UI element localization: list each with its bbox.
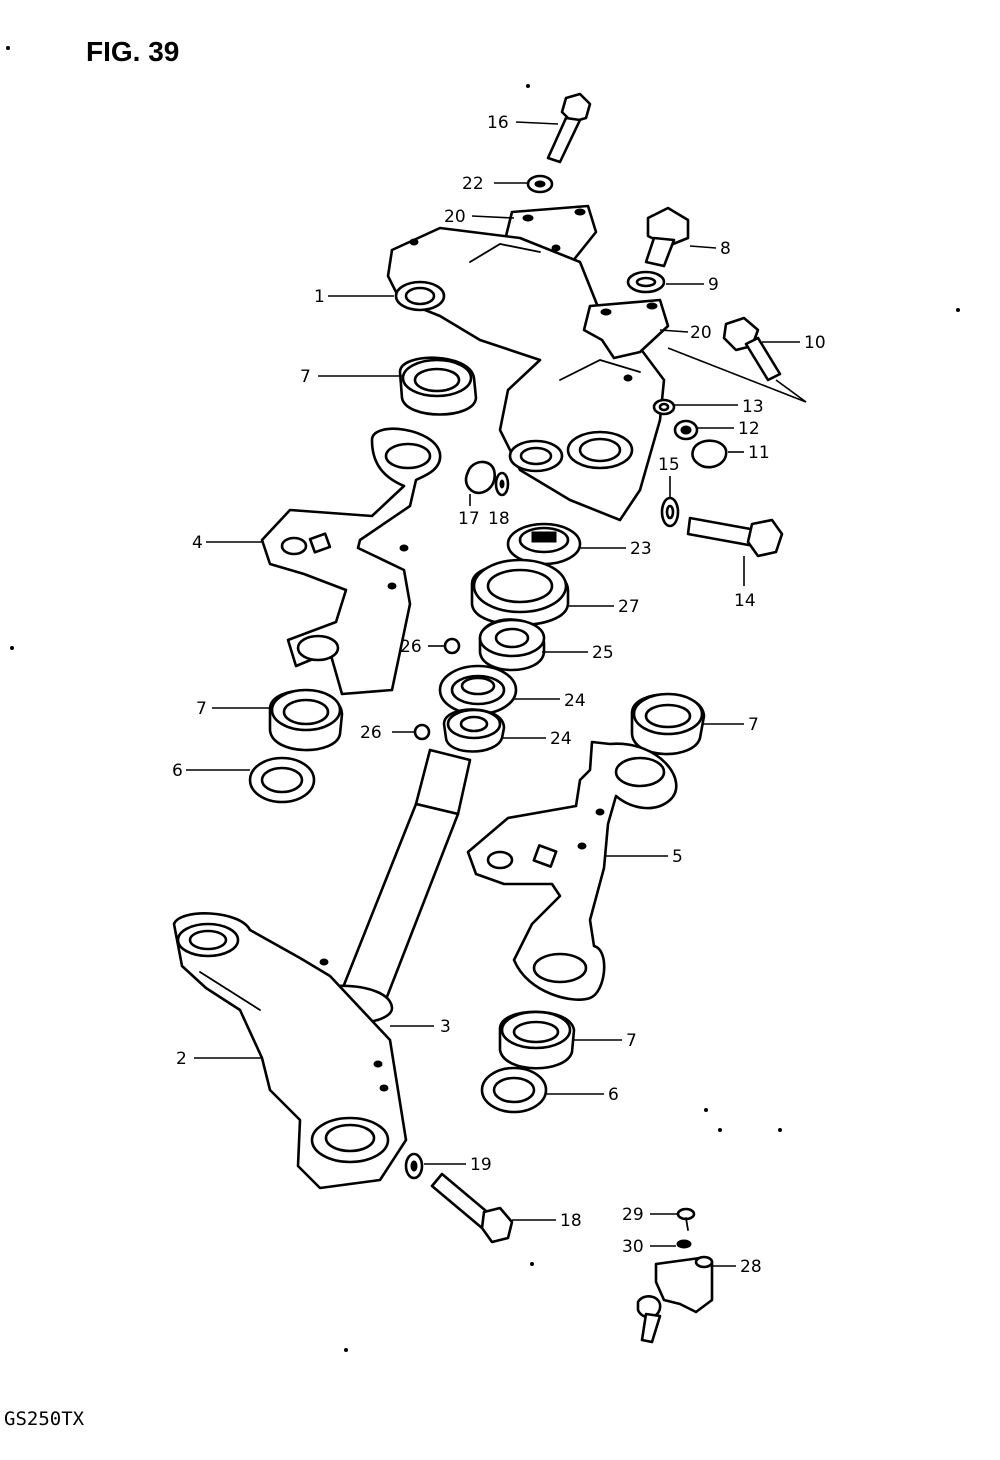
callout-20-right: 20 [690,323,712,343]
spacer-6-right [480,1066,548,1114]
figure-title: FIG. 39 [86,36,180,67]
bearing-cover-7-upper [398,356,478,416]
bearing-race-24-upper [438,664,518,716]
callout-17: 18 [488,509,510,529]
callout-8: 8 [720,239,731,259]
washer-17 [494,471,510,497]
callout-18: 18 [560,1211,582,1231]
callout-26-lower: 26 [360,723,382,743]
nut-12 [673,419,699,441]
handlebar-clamp-20-right [582,298,670,360]
model-code: GS250TX [4,1408,85,1430]
washer-15 [660,496,680,528]
callout-30: 30 [622,1237,644,1257]
callout-4: 4 [192,533,203,553]
callout-7-right-upper: 7 [748,715,759,735]
bearing-race-24-lower [442,708,506,753]
steel-ball-26-lower [413,723,431,741]
callout-1: 1 [314,287,325,307]
callout-2: 2 [176,1049,187,1069]
callout-7-right-lower: 7 [626,1031,637,1051]
bearing-cover-7-right-upper [630,692,706,756]
scan-specks [6,46,960,1352]
headlight-bracket-5 [466,740,678,1001]
lower-bracket-2 [172,912,408,1190]
leader-lines [186,121,807,1267]
bolt-18 [430,1172,514,1244]
bolt-10 [722,316,782,382]
callout-23: 23 [630,539,652,559]
callout-26-upper: 26 [400,637,422,657]
callout-3: 3 [440,1017,451,1037]
callout-6-left: 6 [172,761,183,781]
callout-25: 25 [592,643,614,663]
bearing-cover-7-right-lower [498,1010,576,1070]
callout-5: 5 [672,847,683,867]
bolt-14 [686,516,784,558]
bolt-8 [644,206,690,268]
dust-seal-27 [470,558,570,627]
callout-24-lower: 24 [550,729,572,749]
callout-10: 10 [804,333,826,353]
washer-30 [676,1239,692,1249]
screw-29 [676,1207,696,1231]
callout-11: 11 [748,443,770,463]
callout-28: 28 [740,1257,762,1277]
upper-bracket-1 [386,226,666,522]
callout-24-upper: 24 [564,691,586,711]
washer-9 [626,270,666,294]
callout-13: 13 [742,397,764,417]
callout-19: 19 [470,1155,492,1175]
callout-22: 22 [462,174,484,194]
callout-16: 17 [458,509,480,529]
steering-lock-28 [636,1255,714,1344]
callout-27: 27 [618,597,640,617]
callout-9: 9 [708,275,719,295]
callout-21: 16 [487,113,509,133]
callout-7-left: 7 [196,699,207,719]
callout-15: 15 [658,455,680,475]
callout-7-upper: 7 [300,367,311,387]
callout-14: 14 [734,591,756,611]
callout-labels: 16 22 20 8 9 1 20 10 7 13 12 11 15 17 18… [172,113,826,1277]
callout-6-right: 6 [608,1085,619,1105]
bearing-cover-7-left [268,688,344,752]
spacer-6-left [248,756,316,804]
steel-ball-26-upper [443,637,461,655]
washer-13 [652,398,676,416]
cap-nut-11 [691,439,728,469]
washer-19 [404,1152,424,1180]
bolt-21 [546,92,592,164]
bearing-adjuster-23 [506,522,582,566]
callout-29: 29 [622,1205,644,1225]
callout-12: 12 [738,419,760,439]
headlight-bracket-4 [260,427,442,696]
washer-22 [526,174,554,194]
callout-20-upper: 20 [444,207,466,227]
cap-nut-16 [464,460,496,495]
bearing-race-25 [478,618,546,672]
